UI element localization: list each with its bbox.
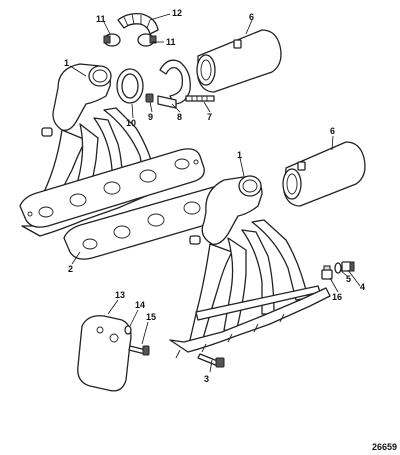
gasket-ring-10 <box>116 68 144 104</box>
nut-9 <box>145 93 154 103</box>
callout-10: 10 <box>126 118 136 128</box>
callout-3: 3 <box>204 374 209 384</box>
callout-11-left: 11 <box>96 14 106 24</box>
callout-6-upper: 6 <box>249 12 254 22</box>
plug-4 <box>341 261 355 272</box>
callout-1-lower: 1 <box>237 150 242 160</box>
hose-part-12 <box>117 12 159 35</box>
exhaust-elbow-lower-6 <box>282 141 366 207</box>
callout-12: 12 <box>172 8 182 18</box>
bolt-7 <box>185 95 215 102</box>
callout-5: 5 <box>346 274 351 284</box>
exhaust-manifold-lower-1 <box>169 175 331 359</box>
fitting-16 <box>321 265 333 280</box>
callout-9: 9 <box>148 112 153 122</box>
leader-lines <box>69 13 361 373</box>
cover-plate-13 <box>77 315 132 392</box>
washer-14 <box>124 325 132 335</box>
callout-2: 2 <box>68 264 73 274</box>
callout-6-lower: 6 <box>330 126 335 136</box>
callout-14: 14 <box>135 300 145 310</box>
callout-7: 7 <box>207 112 212 122</box>
callout-13: 13 <box>115 290 125 300</box>
callout-1-upper: 1 <box>64 58 69 68</box>
hose-clamp-right-11 <box>137 33 157 47</box>
callout-4: 4 <box>360 282 365 292</box>
callout-11-right: 11 <box>166 37 176 47</box>
reference-number: 26659 <box>372 442 397 452</box>
callout-8: 8 <box>177 112 182 122</box>
callout-16: 16 <box>332 292 342 302</box>
exhaust-elbow-upper-6 <box>196 29 282 93</box>
bolt-15 <box>128 345 150 356</box>
hose-clamp-left-11 <box>103 33 121 47</box>
bolt-3 <box>197 353 225 368</box>
callouts: 1 1 2 3 4 5 6 6 7 8 9 10 11 11 12 13 14 … <box>64 8 365 384</box>
manifold-gasket-2 <box>19 148 205 228</box>
washer-5 <box>334 262 342 274</box>
callout-15: 15 <box>146 312 156 322</box>
